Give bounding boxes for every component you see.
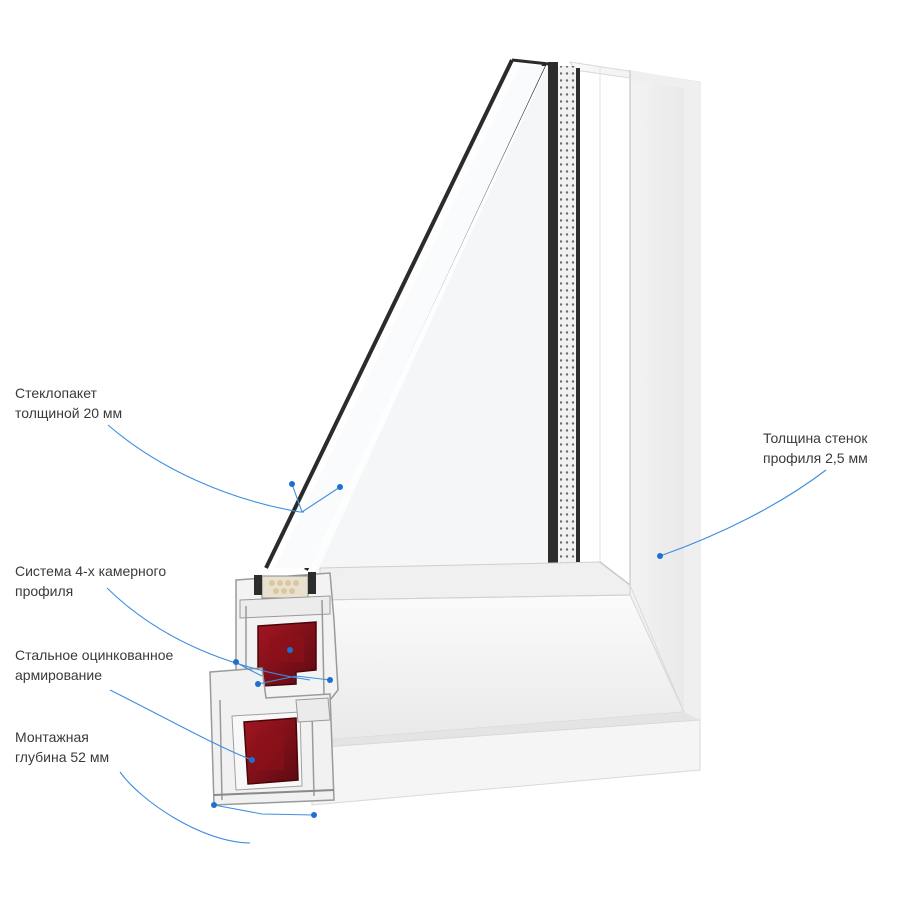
callout-mounting-depth: Монтажная глубина 52 мм — [15, 727, 109, 767]
profile-cross-section — [209, 572, 339, 806]
callout-wall-thickness-line2: профиля 2,5 мм — [763, 450, 868, 466]
callout-wall-thickness-line1: Толщина стенок — [763, 430, 868, 446]
leader-lines — [106, 424, 827, 844]
glass-unit — [264, 58, 580, 575]
callout-glass-unit: Стеклопакет толщиной 20 мм — [15, 383, 122, 423]
callout-chambers: Система 4-х камерного профиля — [15, 561, 166, 601]
frame-vertical — [568, 61, 701, 721]
callout-chambers-line1: Система 4-х камерного — [15, 563, 167, 579]
callout-glass-unit-line1: Стеклопакет — [15, 385, 97, 401]
leader-dots — [211, 481, 663, 818]
callout-mounting-depth-line1: Монтажная — [15, 729, 89, 745]
callout-chambers-line2: профиля — [15, 583, 74, 599]
callout-mounting-depth-line2: глубина 52 мм — [15, 749, 110, 765]
callout-reinforcement: Стальное оцинкованное армирование — [15, 645, 173, 685]
frame-horizontal — [309, 561, 701, 806]
callout-glass-unit-line2: толщиной 20 мм — [15, 405, 123, 421]
callout-wall-thickness: Толщина стенок профиля 2,5 мм — [763, 428, 868, 468]
callout-reinforcement-line2: армирование — [15, 667, 102, 683]
callout-reinforcement-line1: Стальное оцинкованное — [15, 647, 174, 663]
